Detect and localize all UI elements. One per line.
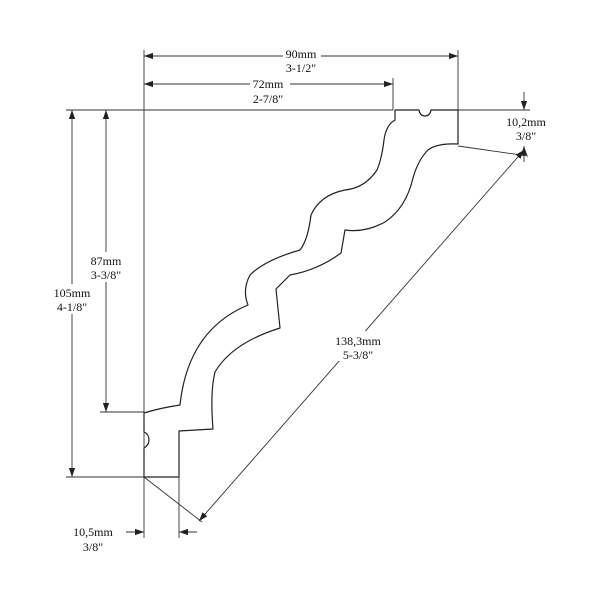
label-10-5mm-metric: 10,5mm — [73, 525, 113, 539]
label-10-2mm-metric: 10,2mm — [506, 115, 546, 129]
extension-lines — [66, 50, 530, 538]
label-138mm-metric: 138,3mm — [335, 334, 381, 348]
label-10-5mm-imperial: 3/8" — [83, 540, 103, 554]
label-72mm-metric: 72mm — [253, 77, 284, 91]
dimension-lines — [68, 52, 528, 536]
ext-back-diagonal-top — [457, 145, 529, 157]
label-10-2mm-imperial: 3/8" — [516, 129, 536, 143]
label-90mm-metric: 90mm — [286, 47, 317, 61]
label-138mm-imperial: 5-3/8" — [343, 348, 373, 362]
label-105mm-metric: 105mm — [54, 286, 91, 300]
label-87mm-metric: 87mm — [91, 254, 122, 268]
label-105mm-imperial: 4-1/8" — [57, 300, 87, 314]
moulding-profile-outline — [143, 109, 459, 478]
ext-back-diagonal-bottom — [143, 476, 203, 523]
label-90mm-imperial: 3-1/2" — [286, 61, 316, 75]
dimension-labels: 90mm 3-1/2" 72mm 2-7/8" 105mm 4-1/8" 87m… — [52, 44, 546, 554]
label-87mm-imperial: 3-3/8" — [91, 268, 121, 282]
label-72mm-imperial: 2-7/8" — [253, 92, 283, 106]
